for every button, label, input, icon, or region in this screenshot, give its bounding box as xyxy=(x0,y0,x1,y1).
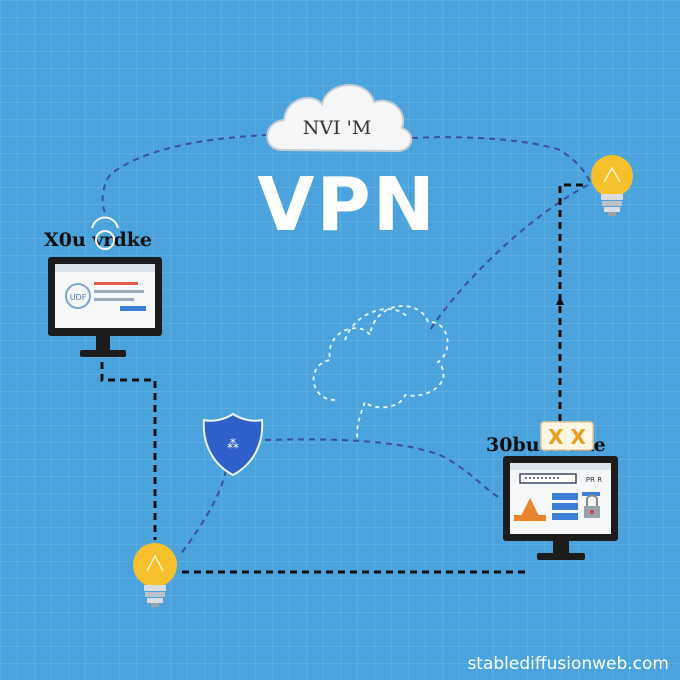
right-badge-text: X X xyxy=(548,425,586,449)
dashed-cloud-icon xyxy=(312,305,449,441)
cloud-to-right-bulb-line xyxy=(411,136,591,183)
right-bulb-to-center-line xyxy=(429,184,589,331)
shield-to-right-monitor-line xyxy=(264,438,501,499)
lightbulb-icon xyxy=(591,155,633,216)
right-screen-tag: PR R xyxy=(586,476,602,484)
connectors xyxy=(100,134,591,574)
cloud-label: NVI 'M xyxy=(303,117,372,139)
right-monitor-icon: PR R xyxy=(503,456,618,560)
left-screen-tag: UDF xyxy=(70,293,87,302)
vpn-title: VPN xyxy=(257,162,436,248)
shield-icon: ⁂ xyxy=(202,412,264,477)
left-device-label: X0u vrdke xyxy=(44,229,152,251)
left-monitor-to-bottom-bulb-line xyxy=(100,362,157,540)
left-monitor-icon: UDF xyxy=(48,257,162,357)
warning-badge: X X xyxy=(540,421,594,451)
headset-icon xyxy=(91,216,119,250)
watermark: stablediffusionweb.com xyxy=(467,654,669,674)
left-device-label-text: X0u vrdke xyxy=(44,229,152,251)
shield-symbol: ⁂ xyxy=(227,437,239,451)
cloud-to-left-monitor-line xyxy=(101,134,269,214)
shield-to-bottom-bulb-line xyxy=(179,469,227,556)
cloud-icon: NVI 'M xyxy=(266,84,413,153)
padlock-icon xyxy=(584,494,600,518)
arrow-head-up xyxy=(556,296,564,305)
right-monitor-to-right-bulb-line xyxy=(558,183,588,445)
lightbulb-icon xyxy=(133,543,177,607)
